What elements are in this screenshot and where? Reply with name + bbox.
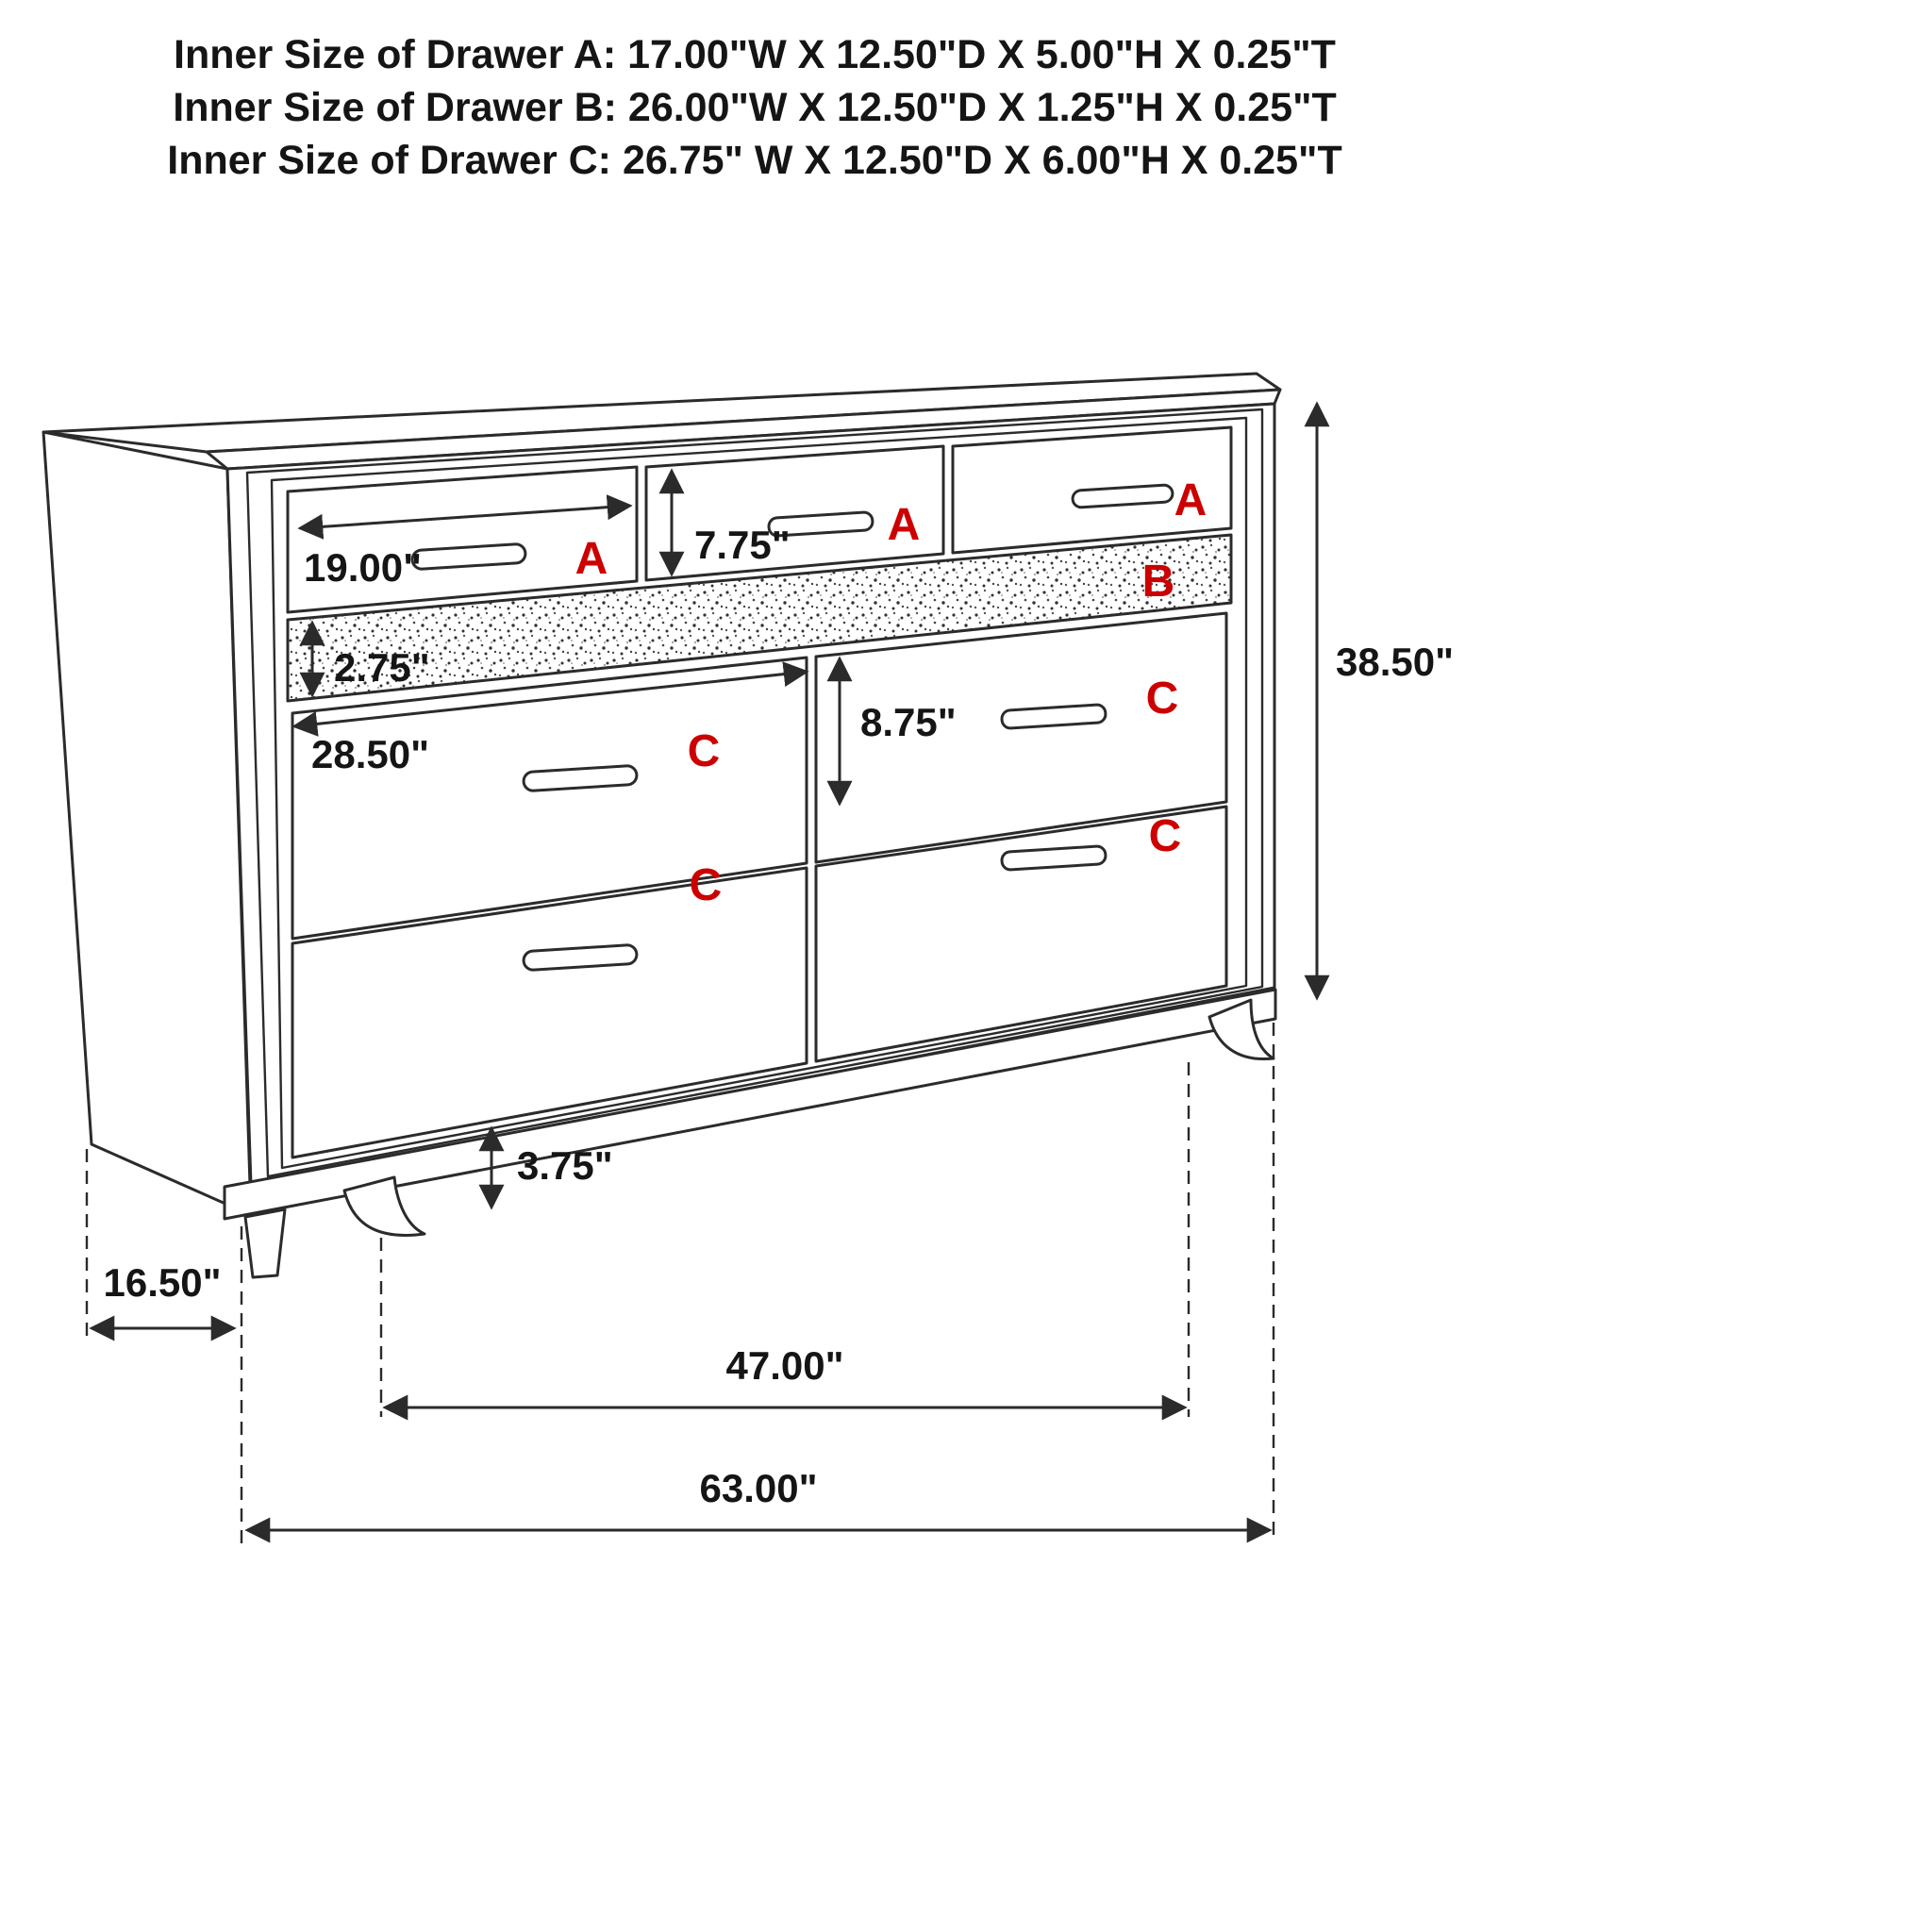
dim-label-drawer-a-height: 7.75" [694,523,791,567]
dimension-labels: 19.00" 7.75" 2.75" 28.50" 8.75" 38.50" 3… [103,523,1454,1510]
drawer-letter-a1: A [575,534,608,584]
dim-label-overall-height: 38.50" [1336,640,1454,684]
drawer-letter-a2: A [888,500,921,550]
drawer-handles [410,483,1174,972]
dimension-arrows [89,401,1330,1543]
drawer-c-bottom-left-face [291,866,808,1159]
drawer-letter-labels: A A A B C C C C [575,475,1208,910]
drawer-c-top-right-face [814,611,1228,864]
front-left-foot [243,1208,287,1279]
drawer-b-glitter-face [286,533,1233,703]
drawer-letter-c-bottom-right: C [1149,811,1182,861]
inner-size-line-c: Inner Size of Drawer C: 26.75" W X 12.50… [167,138,1342,183]
drawer-c-bottom-right-face [814,805,1228,1063]
dim-label-overall-width: 63.00" [699,1466,817,1510]
handle-c-top-right [1000,703,1108,730]
dim-label-drawer-a-width: 19.00" [304,545,422,590]
drawer-letter-c-bottom-left: C [690,860,723,910]
front-frame-bevel-inner [270,416,1248,1170]
handle-a3 [1071,483,1174,509]
dim-arrow-drawer-a-width [297,494,633,540]
inner-size-line-a: Inner Size of Drawer A: 17.00"W X 12.50"… [174,32,1336,77]
inner-size-line-b: Inner Size of Drawer B: 26.00"W X 12.50"… [173,85,1337,130]
inner-size-header: Inner Size of Drawer A: 17.00"W X 12.50"… [0,28,1509,187]
drawer-letter-a3: A [1174,475,1208,525]
front-frame-bevel-outer [245,408,1264,1178]
dim-label-leg-span-width: 47.00" [725,1343,843,1388]
handle-a2 [767,510,874,538]
drawer-letter-b: B [1142,557,1175,607]
drawer-a2-face [644,444,945,582]
handle-a1 [410,542,527,571]
dresser-left-side-panel [42,430,253,1217]
right-bracket-foot [1208,998,1275,1061]
dim-label-foot-height: 3.75" [517,1143,613,1188]
dim-label-drawer-b-height: 2.75" [334,645,430,690]
handle-c-bottom-right [1000,844,1108,872]
dim-arrow-drawer-c-width [291,661,809,737]
handle-c-top-left [522,764,639,792]
dim-label-drawer-c-width: 28.50" [311,732,429,776]
projection-lines [85,1023,1275,1543]
drawer-letter-c-top-right: C [1146,674,1179,724]
mid-left-bracket-foot [342,1175,426,1237]
drawer-letter-c-top-left: C [688,726,721,776]
handle-c-bottom-left [522,943,639,972]
dim-label-drawer-c-height: 8.75" [860,700,957,744]
dim-label-depth: 16.50" [103,1260,221,1305]
